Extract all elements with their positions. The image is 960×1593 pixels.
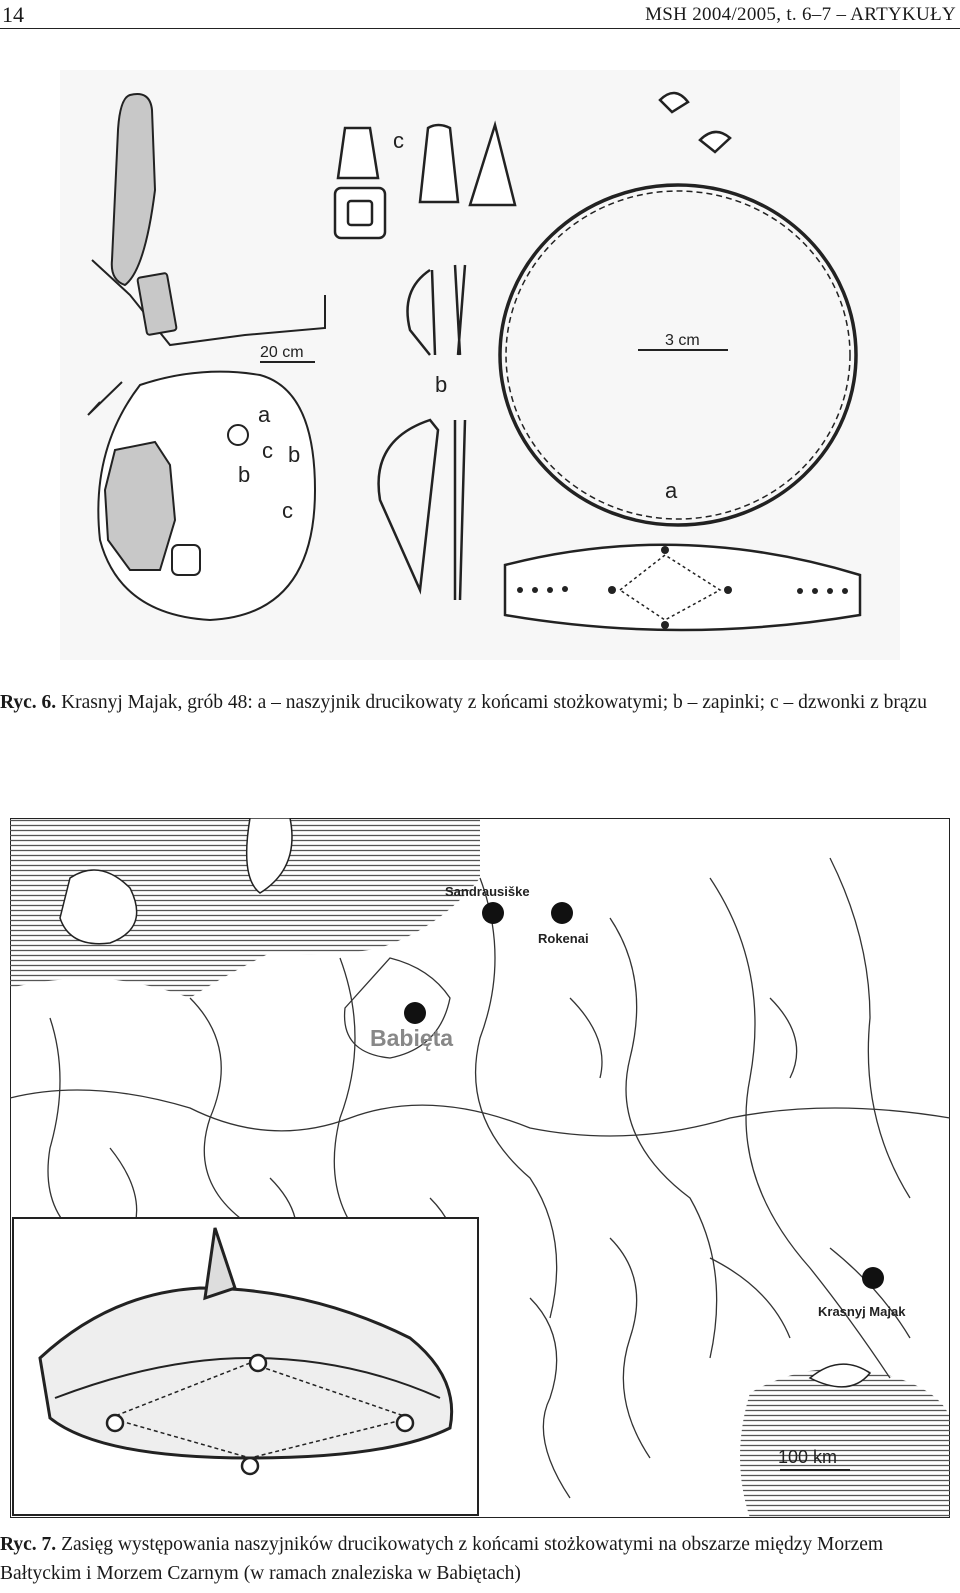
- baltic-sea: [10, 818, 480, 998]
- site-label-babieta: Babięta: [370, 1025, 453, 1051]
- site-label-krasnyj-majak: Krasnyj Majak: [818, 1304, 906, 1319]
- grave-grey-figure: [110, 93, 157, 287]
- site-label-sandrausiske: Sandrausiške: [445, 884, 530, 899]
- grave-skeleton-grey: [103, 440, 177, 571]
- site-marker-rokenai: [551, 902, 573, 924]
- figure-7-caption: Ryc. 7. Zasięg występowania naszyjników …: [0, 1530, 958, 1588]
- figure-7-caption-label: Ryc. 7.: [0, 1534, 57, 1555]
- black-sea: [740, 1368, 950, 1518]
- label-b-brooches: b: [435, 372, 447, 397]
- figure-7-map: Sandrausiške Rokenai Babięta Krasnyj Maj…: [10, 818, 950, 1518]
- arrow-icon: [87, 381, 123, 416]
- page-number: 14: [2, 2, 24, 27]
- label-c2-grave: c: [282, 498, 293, 523]
- figure-6-caption-label: Ryc. 6.: [0, 692, 57, 713]
- running-head: MSH 2004/2005, t. 6–7 – ARTYKUŁY: [645, 4, 956, 25]
- figure-6-caption-text: Krasnyj Majak, grób 48: a – naszyjnik dr…: [56, 692, 927, 713]
- necklace-plate: [503, 543, 862, 632]
- scale-grave-label: 20 cm: [260, 344, 304, 361]
- grave-plan-upper: [91, 259, 326, 347]
- label-a-grave: a: [258, 402, 271, 427]
- necklace-ring: [498, 183, 858, 527]
- bells-group: [333, 120, 517, 240]
- site-marker-babieta: [404, 1002, 426, 1024]
- site-marker-sandrausiske: [482, 902, 504, 924]
- site-label-rokenai: Rokenai: [538, 931, 589, 946]
- label-a-necklace: a: [665, 478, 678, 503]
- scale-necklace-label: 3 cm: [665, 332, 700, 349]
- figure-6-caption: Ryc. 6. Krasnyj Majak, grób 48: a – nasz…: [0, 688, 958, 717]
- label-c-bells: c: [393, 128, 404, 153]
- label-b2-grave: b: [288, 442, 300, 467]
- inset-necklace-drawing: [38, 1227, 454, 1460]
- map-scale-label: 100 km: [778, 1447, 837, 1467]
- label-c-grave: c: [262, 438, 273, 463]
- map-lines: [10, 857, 950, 1499]
- grave-grey-object: [136, 272, 178, 336]
- figure-6-illustration: 20 cm a c b b c c b 3 cm a: [60, 70, 900, 660]
- label-b-grave: b: [238, 462, 250, 487]
- brooches-group: [377, 264, 467, 601]
- page-header: 14 MSH 2004/2005, t. 6–7 – ARTYKUŁY: [0, 0, 960, 29]
- figure-7-caption-text: Zasięg występowania naszyjników drucikow…: [0, 1534, 884, 1584]
- site-marker-krasnyj-majak: [862, 1267, 884, 1289]
